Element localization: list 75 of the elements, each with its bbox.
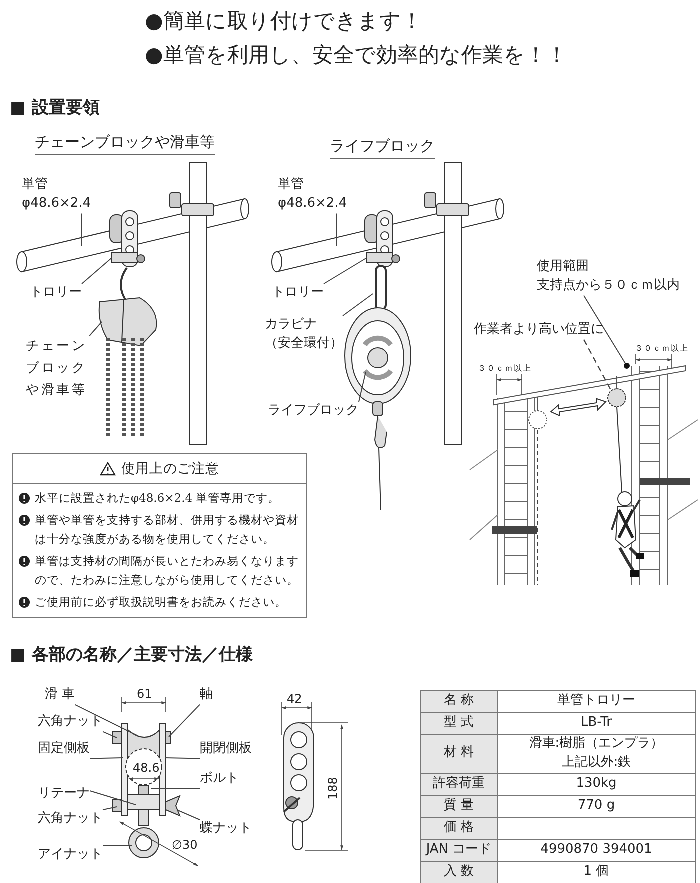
leader-line (324, 258, 368, 284)
table-header-cell: 材 料 (421, 735, 498, 774)
dimension-text: ∅30 (172, 838, 198, 854)
dimension-text: ３０ｃｍ以上 (635, 344, 689, 354)
leader-line (336, 213, 338, 246)
leader-line (102, 806, 118, 810)
leader-line (89, 322, 102, 336)
leader-line (102, 731, 118, 738)
leader-line (74, 704, 138, 736)
part-label: 開閉側板 (200, 740, 252, 759)
leader-line (82, 258, 112, 284)
table-cell: 滑車:樹脂（エンプラ） 上記以外:鉄 (498, 735, 696, 774)
caution-heading: 使用上のご注意 (122, 460, 220, 478)
section-heading: ■ 設置要領 (10, 97, 100, 120)
part-label: トロリー (272, 284, 324, 303)
part-label: ライフブロック (268, 402, 359, 421)
section-heading: ■ 各部の名称／主要寸法／仕様 (10, 644, 253, 666)
table-header-cell: 許容荷重 (421, 774, 498, 796)
leader-line (164, 758, 200, 760)
caution-panel (12, 453, 307, 618)
part-label: 滑 車 (45, 686, 76, 705)
part-label: アイナット (38, 846, 103, 865)
table-cell: 130kg (498, 774, 696, 796)
table-cell: 4990870 394001 (498, 840, 696, 862)
leader-line (583, 340, 613, 392)
section-heading: チェーンブロックや滑車等 (35, 133, 215, 154)
section-heading: ライフブロック (330, 137, 435, 158)
dimension-text: 188 (326, 777, 341, 800)
table-header-cell: 型 式 (421, 713, 498, 735)
dimension-text: 61 (137, 687, 152, 703)
part-label: 支持点から５０ｃｍ以内 (537, 276, 680, 295)
part-label: 軸 (200, 686, 213, 705)
part-label: トロリー (30, 284, 82, 303)
table-cell: 1 個 (498, 862, 696, 883)
part-label: φ48.6×2.4 (278, 194, 348, 213)
part-label: 六角ナット (38, 713, 103, 732)
caution-text: 単管は支持材の間隔が長いとたわみ易くなりますので、たわみに注意しながら使用してください。 (35, 553, 300, 589)
headline: ●簡単に取り付けできます！ (145, 8, 422, 35)
leader-line (358, 372, 366, 402)
table-header-cell: 名 称 (421, 691, 498, 713)
leader-line (176, 810, 200, 820)
part-label: ボルト (200, 770, 239, 789)
dimension-text: 48.6 (133, 761, 160, 777)
caution-text: ご使用前に必ず取扱説明書をお読みください。 (35, 594, 287, 611)
part-label: カラビナ (265, 316, 318, 334)
leader-line (90, 758, 124, 760)
scaffold-work-drawing (470, 365, 698, 586)
headline: ●単管を利用し、安全で効率的な作業を！！ (145, 42, 568, 69)
part-label: リテーナ (38, 785, 90, 804)
table-header-cell: JAN コード (421, 840, 498, 862)
caution-text: 単管や単管を支持する部材、併用する機材や資材は十分な強度がある物を使用してください。 (35, 512, 300, 548)
table-cell: LB-Tr (498, 713, 696, 735)
part-label: 単管 (278, 176, 305, 194)
table-header-cell: 価 格 (421, 818, 498, 840)
part-label: 使用範囲 (537, 258, 590, 276)
dimension-text: 42 (287, 692, 302, 708)
leader-line (90, 790, 136, 806)
leader-line (168, 704, 200, 738)
part-label: 固定側板 (38, 740, 90, 759)
caution-text: 水平に設置されたφ48.6×2.4 単管専用です。 (35, 490, 280, 507)
part-label: チェーンブロックや滑車等 (26, 336, 90, 402)
leader-line (584, 295, 630, 369)
table-cell: 770 g (498, 796, 696, 818)
table-cell: 単管トロリー (498, 691, 696, 713)
table-header-cell: 質 量 (421, 796, 498, 818)
leader-line (150, 788, 200, 790)
part-label: 作業者より高い位置に (474, 321, 604, 340)
dimension-text: ３０ｃｍ以上 (478, 364, 532, 374)
part-label: （安全環付） (265, 334, 343, 353)
part-label: 蝶ナット (200, 820, 252, 839)
part-label: 単管 (22, 176, 49, 194)
part-label: φ48.6×2.4 (22, 194, 92, 213)
part-label: 六角ナット (38, 810, 103, 829)
table-header-cell: 入 数 (421, 862, 498, 883)
leader-line (342, 294, 374, 316)
